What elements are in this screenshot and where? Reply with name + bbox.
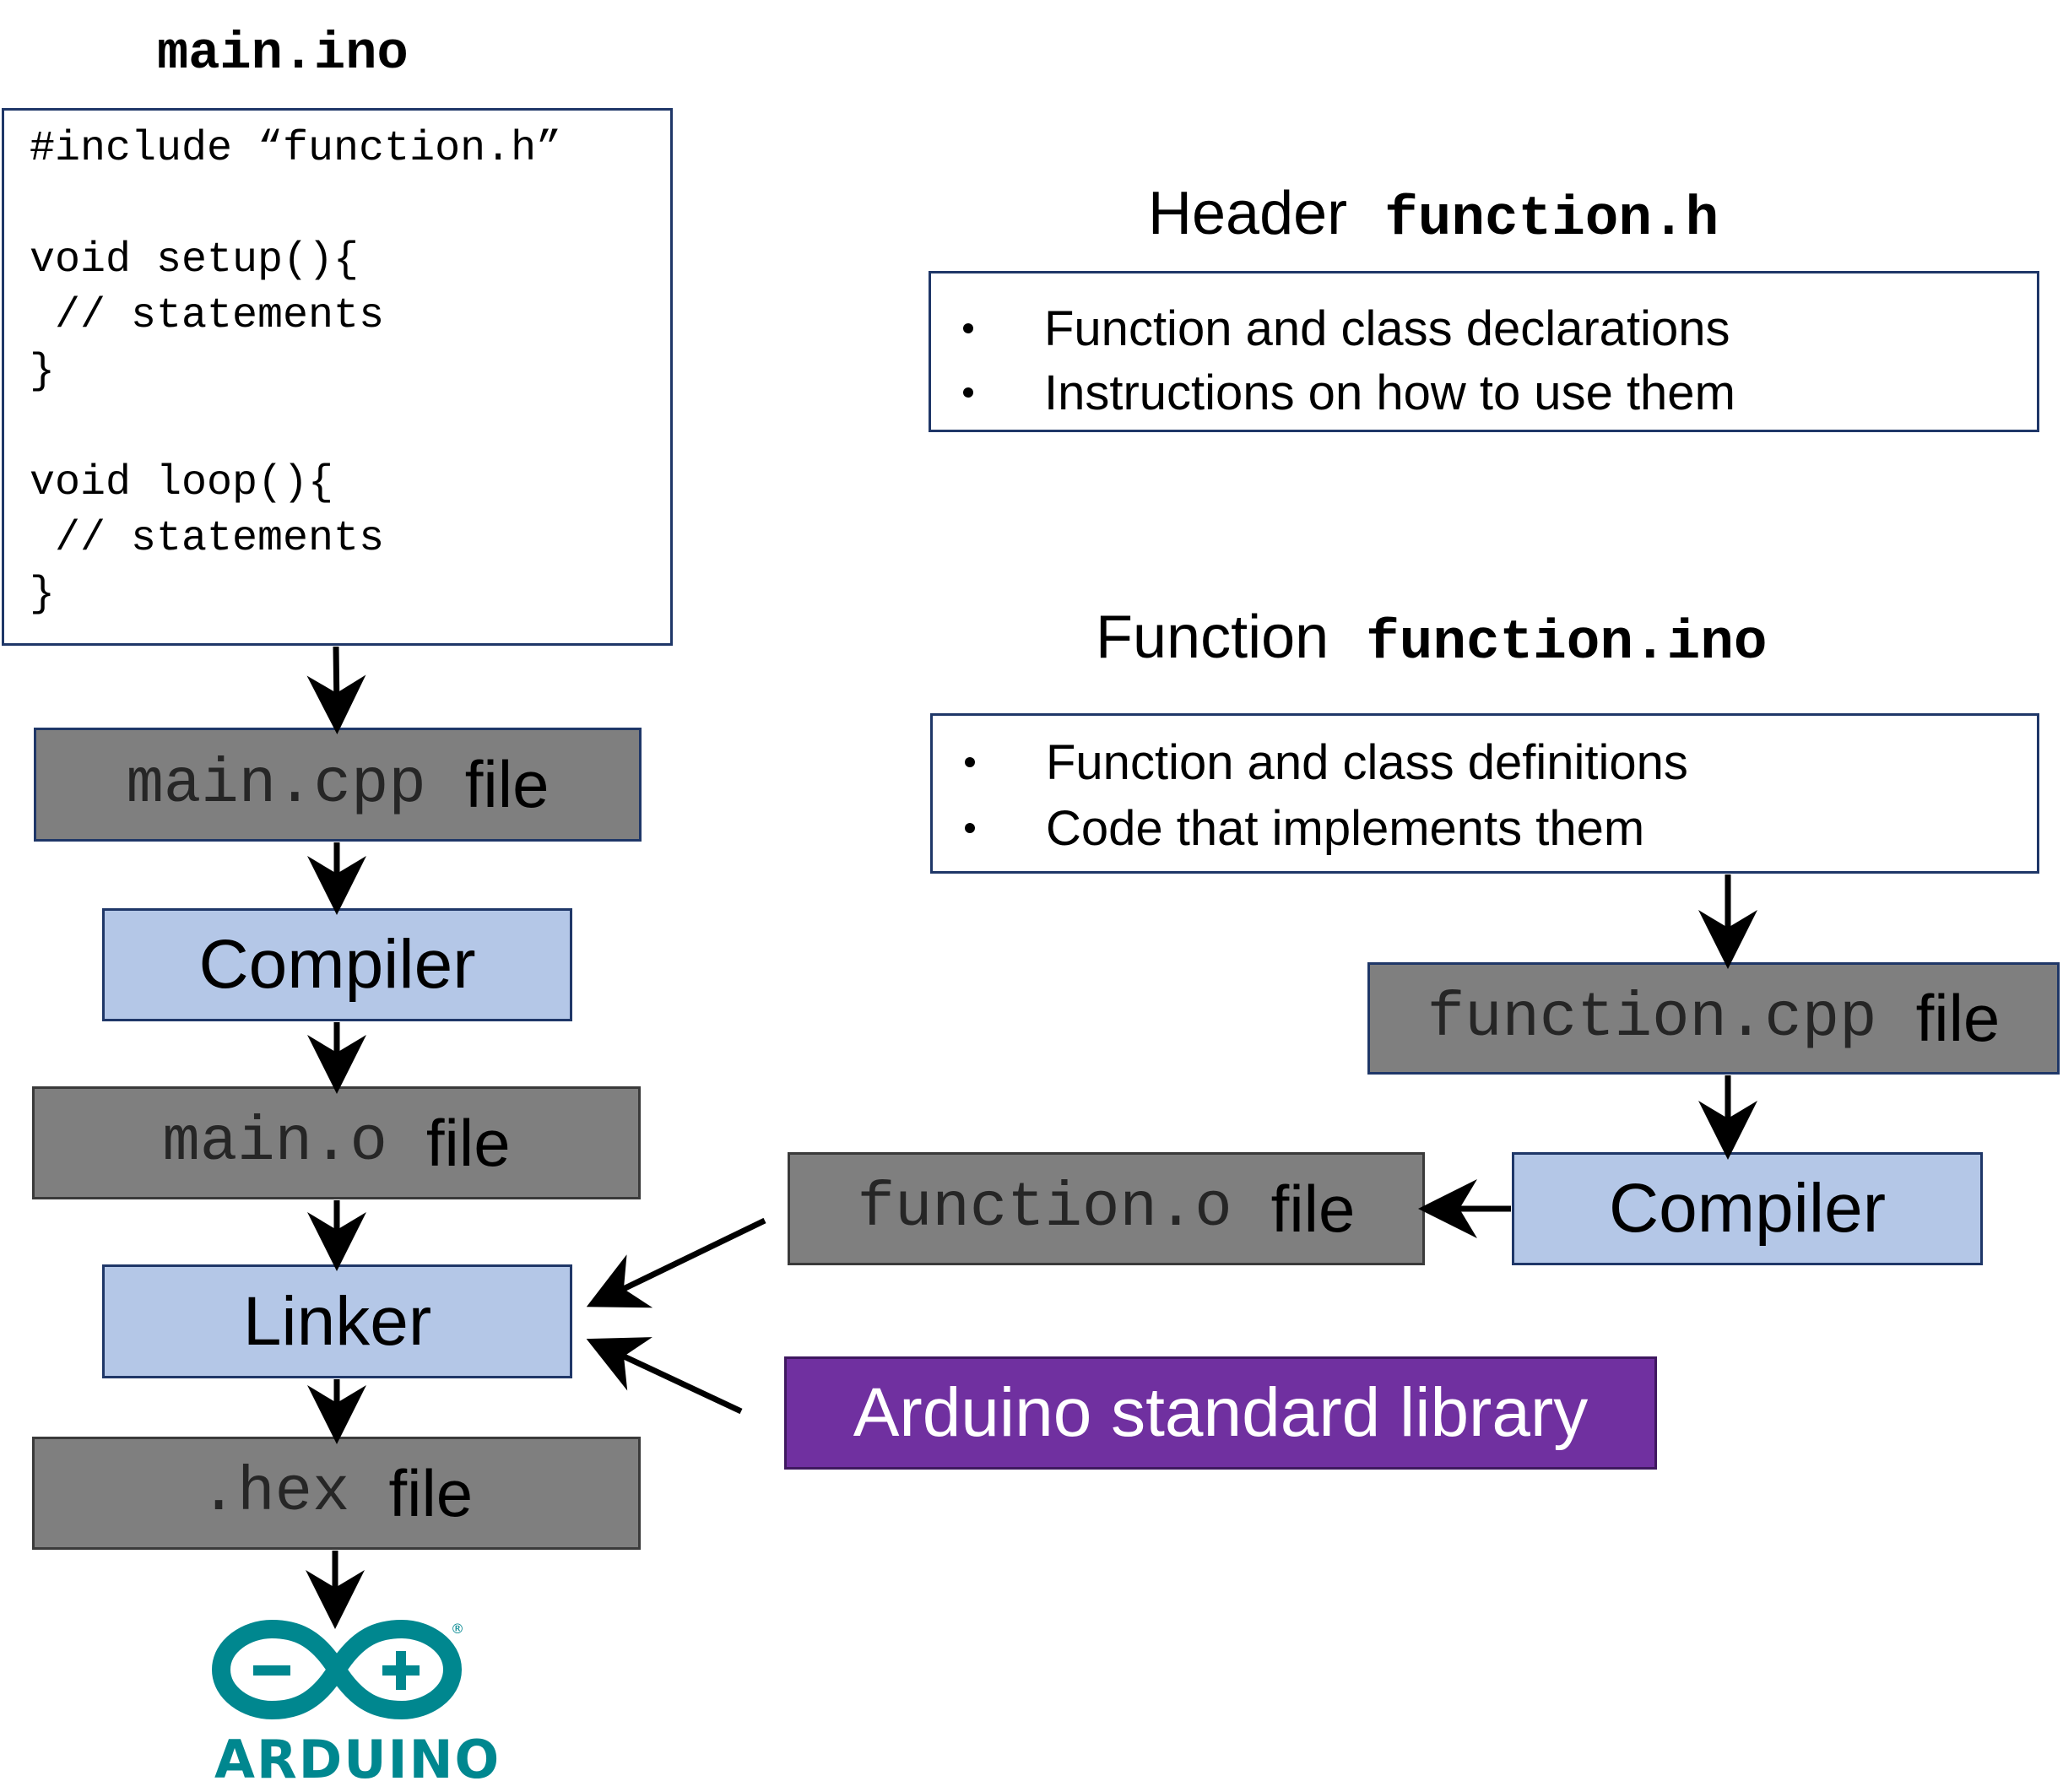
bullet-text: Instructions on how to use them bbox=[1044, 365, 1735, 420]
header-filename: function.h bbox=[1384, 187, 1719, 251]
code-line: } bbox=[30, 571, 56, 619]
code-lines: #include “function.h” void setup(){ // s… bbox=[30, 122, 561, 623]
main-cpp-filename: main.cpp bbox=[126, 749, 426, 820]
code-line: #include “function.h” bbox=[30, 125, 562, 173]
arduino-infinity-icon bbox=[211, 1619, 463, 1720]
main-o-filename: main.o bbox=[162, 1107, 387, 1178]
left-compiler-box: Compiler bbox=[102, 908, 572, 1021]
arduino-logo-text: ARDUINO bbox=[214, 1729, 501, 1790]
function-filename: function.ino bbox=[1366, 611, 1768, 674]
function-bullet-box: Function and class definitions Code that… bbox=[930, 713, 2039, 874]
main-o-file-word: file bbox=[425, 1105, 511, 1180]
header-bullet-box: Function and class declarations Instruct… bbox=[929, 271, 2039, 432]
bullet-icon bbox=[965, 823, 975, 833]
hex-filename: .hex bbox=[199, 1458, 350, 1529]
arrow-function-o-to-linker bbox=[586, 1217, 766, 1308]
bullet-text: Function and class declarations bbox=[1044, 300, 1730, 356]
code-line: void setup(){ bbox=[30, 236, 360, 284]
main-o-file-box: main.o file bbox=[32, 1086, 641, 1199]
bullet-icon bbox=[963, 323, 973, 333]
arduino-standard-library-box: Arduino standard library bbox=[784, 1356, 1657, 1470]
function-o-file-box: function.o file bbox=[788, 1152, 1425, 1265]
function-cpp-file-word: file bbox=[1915, 981, 2001, 1055]
code-line: // statements bbox=[30, 515, 385, 563]
hex-file-box: .hex file bbox=[32, 1437, 641, 1550]
bullet-text: Code that implements them bbox=[1046, 800, 1645, 856]
linker-box: Linker bbox=[102, 1264, 572, 1378]
arrow-library-to-linker bbox=[586, 1337, 743, 1415]
bullet-text: Function and class definitions bbox=[1046, 734, 1688, 790]
function-label: Function bbox=[1096, 604, 1329, 671]
main-cpp-file-word: file bbox=[464, 747, 550, 821]
registered-mark: ® bbox=[451, 1621, 464, 1637]
bullet-icon bbox=[963, 387, 973, 398]
right-compiler-box: Compiler bbox=[1512, 1152, 1983, 1265]
main-cpp-file-box: main.cpp file bbox=[34, 728, 642, 842]
function-o-filename: function.o bbox=[857, 1173, 1232, 1244]
list-item: Code that implements them bbox=[933, 799, 2037, 858]
list-item: Function and class declarations bbox=[931, 299, 2037, 358]
hex-file-word: file bbox=[388, 1455, 474, 1530]
list-item: Function and class definitions bbox=[933, 733, 2037, 792]
list-item: Instructions on how to use them bbox=[931, 363, 2037, 422]
header-label: Header bbox=[1148, 180, 1348, 247]
function-section-title: Function function.ino bbox=[1096, 603, 1767, 674]
header-section-title: Header function.h bbox=[1148, 179, 1719, 251]
arrow-main-ino-to-main-cpp bbox=[306, 646, 366, 734]
bullet-icon bbox=[965, 757, 975, 767]
code-line: } bbox=[30, 348, 56, 396]
main-ino-title: main.ino bbox=[157, 24, 409, 84]
function-o-file-word: file bbox=[1270, 1171, 1356, 1246]
main-ino-code-box bbox=[2, 108, 673, 646]
code-line: // statements bbox=[30, 292, 385, 340]
code-line: void loop(){ bbox=[30, 459, 334, 507]
function-cpp-filename: function.cpp bbox=[1427, 983, 1877, 1054]
